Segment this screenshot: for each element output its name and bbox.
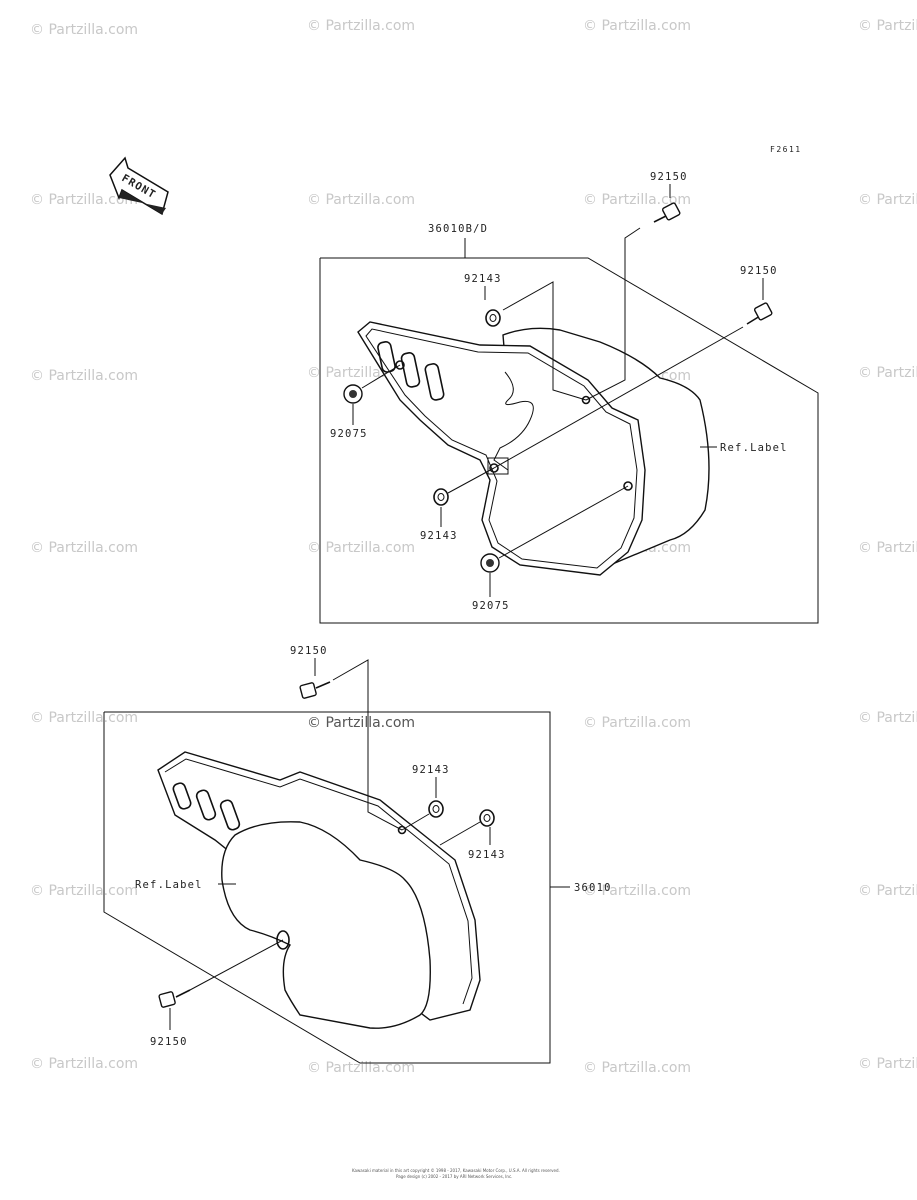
leader-line	[361, 364, 401, 389]
grommet-label: 92143	[420, 530, 458, 542]
watermark-text: © Partzilla.com	[30, 22, 138, 38]
copyright-line: Page design (c) 2002 - 2017 by ARI Netwo…	[396, 1174, 512, 1179]
mount-tab	[487, 457, 509, 475]
watermark-text: © Partzilla.com	[858, 365, 917, 381]
mount-hole	[395, 360, 405, 370]
leader-line	[439, 821, 481, 846]
watermark-text: © Partzilla.com	[583, 715, 691, 731]
grommet-hole	[489, 314, 497, 322]
damper-icon	[480, 553, 500, 573]
grommet-hole	[432, 805, 440, 813]
bottom-ref-label-sticker	[221, 821, 431, 1029]
mount-hole	[581, 395, 591, 405]
leader-line	[502, 281, 587, 401]
leader-line	[585, 227, 641, 401]
ref-label-text: Ref.Label	[135, 879, 203, 891]
top-side-cover	[357, 321, 646, 576]
leader-line	[498, 485, 629, 559]
grommet-label: 92143	[464, 273, 502, 285]
watermark-text: © Partzilla.com	[583, 883, 691, 899]
ref-label-text: Ref.Label	[720, 442, 788, 454]
grommet-label: 92143	[412, 764, 450, 776]
leader-line	[447, 467, 495, 494]
vent-slot	[172, 782, 192, 810]
bolt-icon	[299, 681, 331, 699]
watermark-text: © Partzilla.com	[307, 192, 415, 208]
grommet-icon	[485, 309, 501, 327]
top-assembly: 36010B/D 92150 92150	[319, 171, 819, 624]
grommet-hole	[483, 814, 491, 822]
bottom-assembly: 36010 92150 92143 92143	[103, 645, 612, 1064]
grommet-label: 92143	[468, 849, 506, 861]
mount-hole	[489, 463, 499, 473]
watermark-text: © Partzilla.com	[858, 883, 917, 899]
watermark-text: © Partzilla.com	[307, 18, 415, 34]
watermark-text: © Partzilla.com	[30, 1056, 138, 1072]
bolt-label: 92150	[740, 265, 778, 277]
top-frame	[319, 257, 819, 624]
leader-line	[493, 326, 744, 469]
grommet-icon	[479, 809, 495, 827]
top-side-cover-rim	[365, 328, 638, 569]
damper-label: 92075	[472, 600, 510, 612]
watermark-text: © Partzilla.com	[30, 192, 138, 208]
bolt-label: 92150	[650, 171, 688, 183]
watermark-text: © Partzilla.com	[583, 1060, 691, 1076]
watermark-text: © Partzilla.com	[30, 540, 138, 556]
bolt-icon	[746, 302, 773, 325]
vent-slot	[400, 352, 421, 388]
watermark-text: © Partzilla.com	[307, 715, 415, 731]
bottom-frame	[103, 711, 551, 1064]
grommet-icon	[428, 800, 444, 818]
inner-bracket	[493, 371, 534, 471]
watermark-text: © Partzilla.com	[307, 1060, 415, 1076]
watermark-text: © Partzilla.com	[583, 192, 691, 208]
watermark-text: © Partzilla.com	[858, 18, 917, 34]
figure-code: F2611	[770, 145, 802, 154]
watermark-text: © Partzilla.com	[583, 18, 691, 34]
front-arrow-icon: FRONT	[109, 156, 169, 216]
watermark-text: © Partzilla.com	[858, 540, 917, 556]
vent-slot	[195, 789, 217, 821]
grommet-hole	[437, 493, 445, 501]
copyright-line: Kawasaki material in this art copyright …	[352, 1168, 560, 1173]
vent-slot	[219, 799, 241, 831]
bolt-icon	[158, 989, 191, 1008]
watermark-text: © Partzilla.com	[30, 368, 138, 384]
leader-line	[332, 659, 403, 831]
mount-hole	[623, 481, 633, 491]
watermark-text: © Partzilla.com	[307, 540, 415, 556]
leader-line	[401, 813, 430, 831]
watermark-text: © Partzilla.com	[30, 710, 138, 726]
leader-line	[189, 939, 284, 991]
bolt-icon	[653, 202, 681, 223]
mount-hole	[276, 930, 290, 950]
bolt-label: 92150	[150, 1036, 188, 1048]
damper-icon	[343, 384, 363, 404]
mount-hole	[397, 825, 407, 835]
watermark-text: © Partzilla.com	[858, 192, 917, 208]
watermark-text: © Partzilla.com	[30, 883, 138, 899]
damper-label: 92075	[330, 428, 368, 440]
grommet-icon	[433, 488, 449, 506]
watermark-text: © Partzilla.com	[858, 1056, 917, 1072]
vent-slot	[424, 363, 445, 401]
top-assembly-label: 36010B/D	[428, 223, 488, 235]
bolt-label: 92150	[290, 645, 328, 657]
watermark-text: © Partzilla.com	[858, 710, 917, 726]
bottom-side-cover-rim	[164, 758, 473, 1005]
bottom-assembly-label: 36010	[574, 882, 612, 894]
